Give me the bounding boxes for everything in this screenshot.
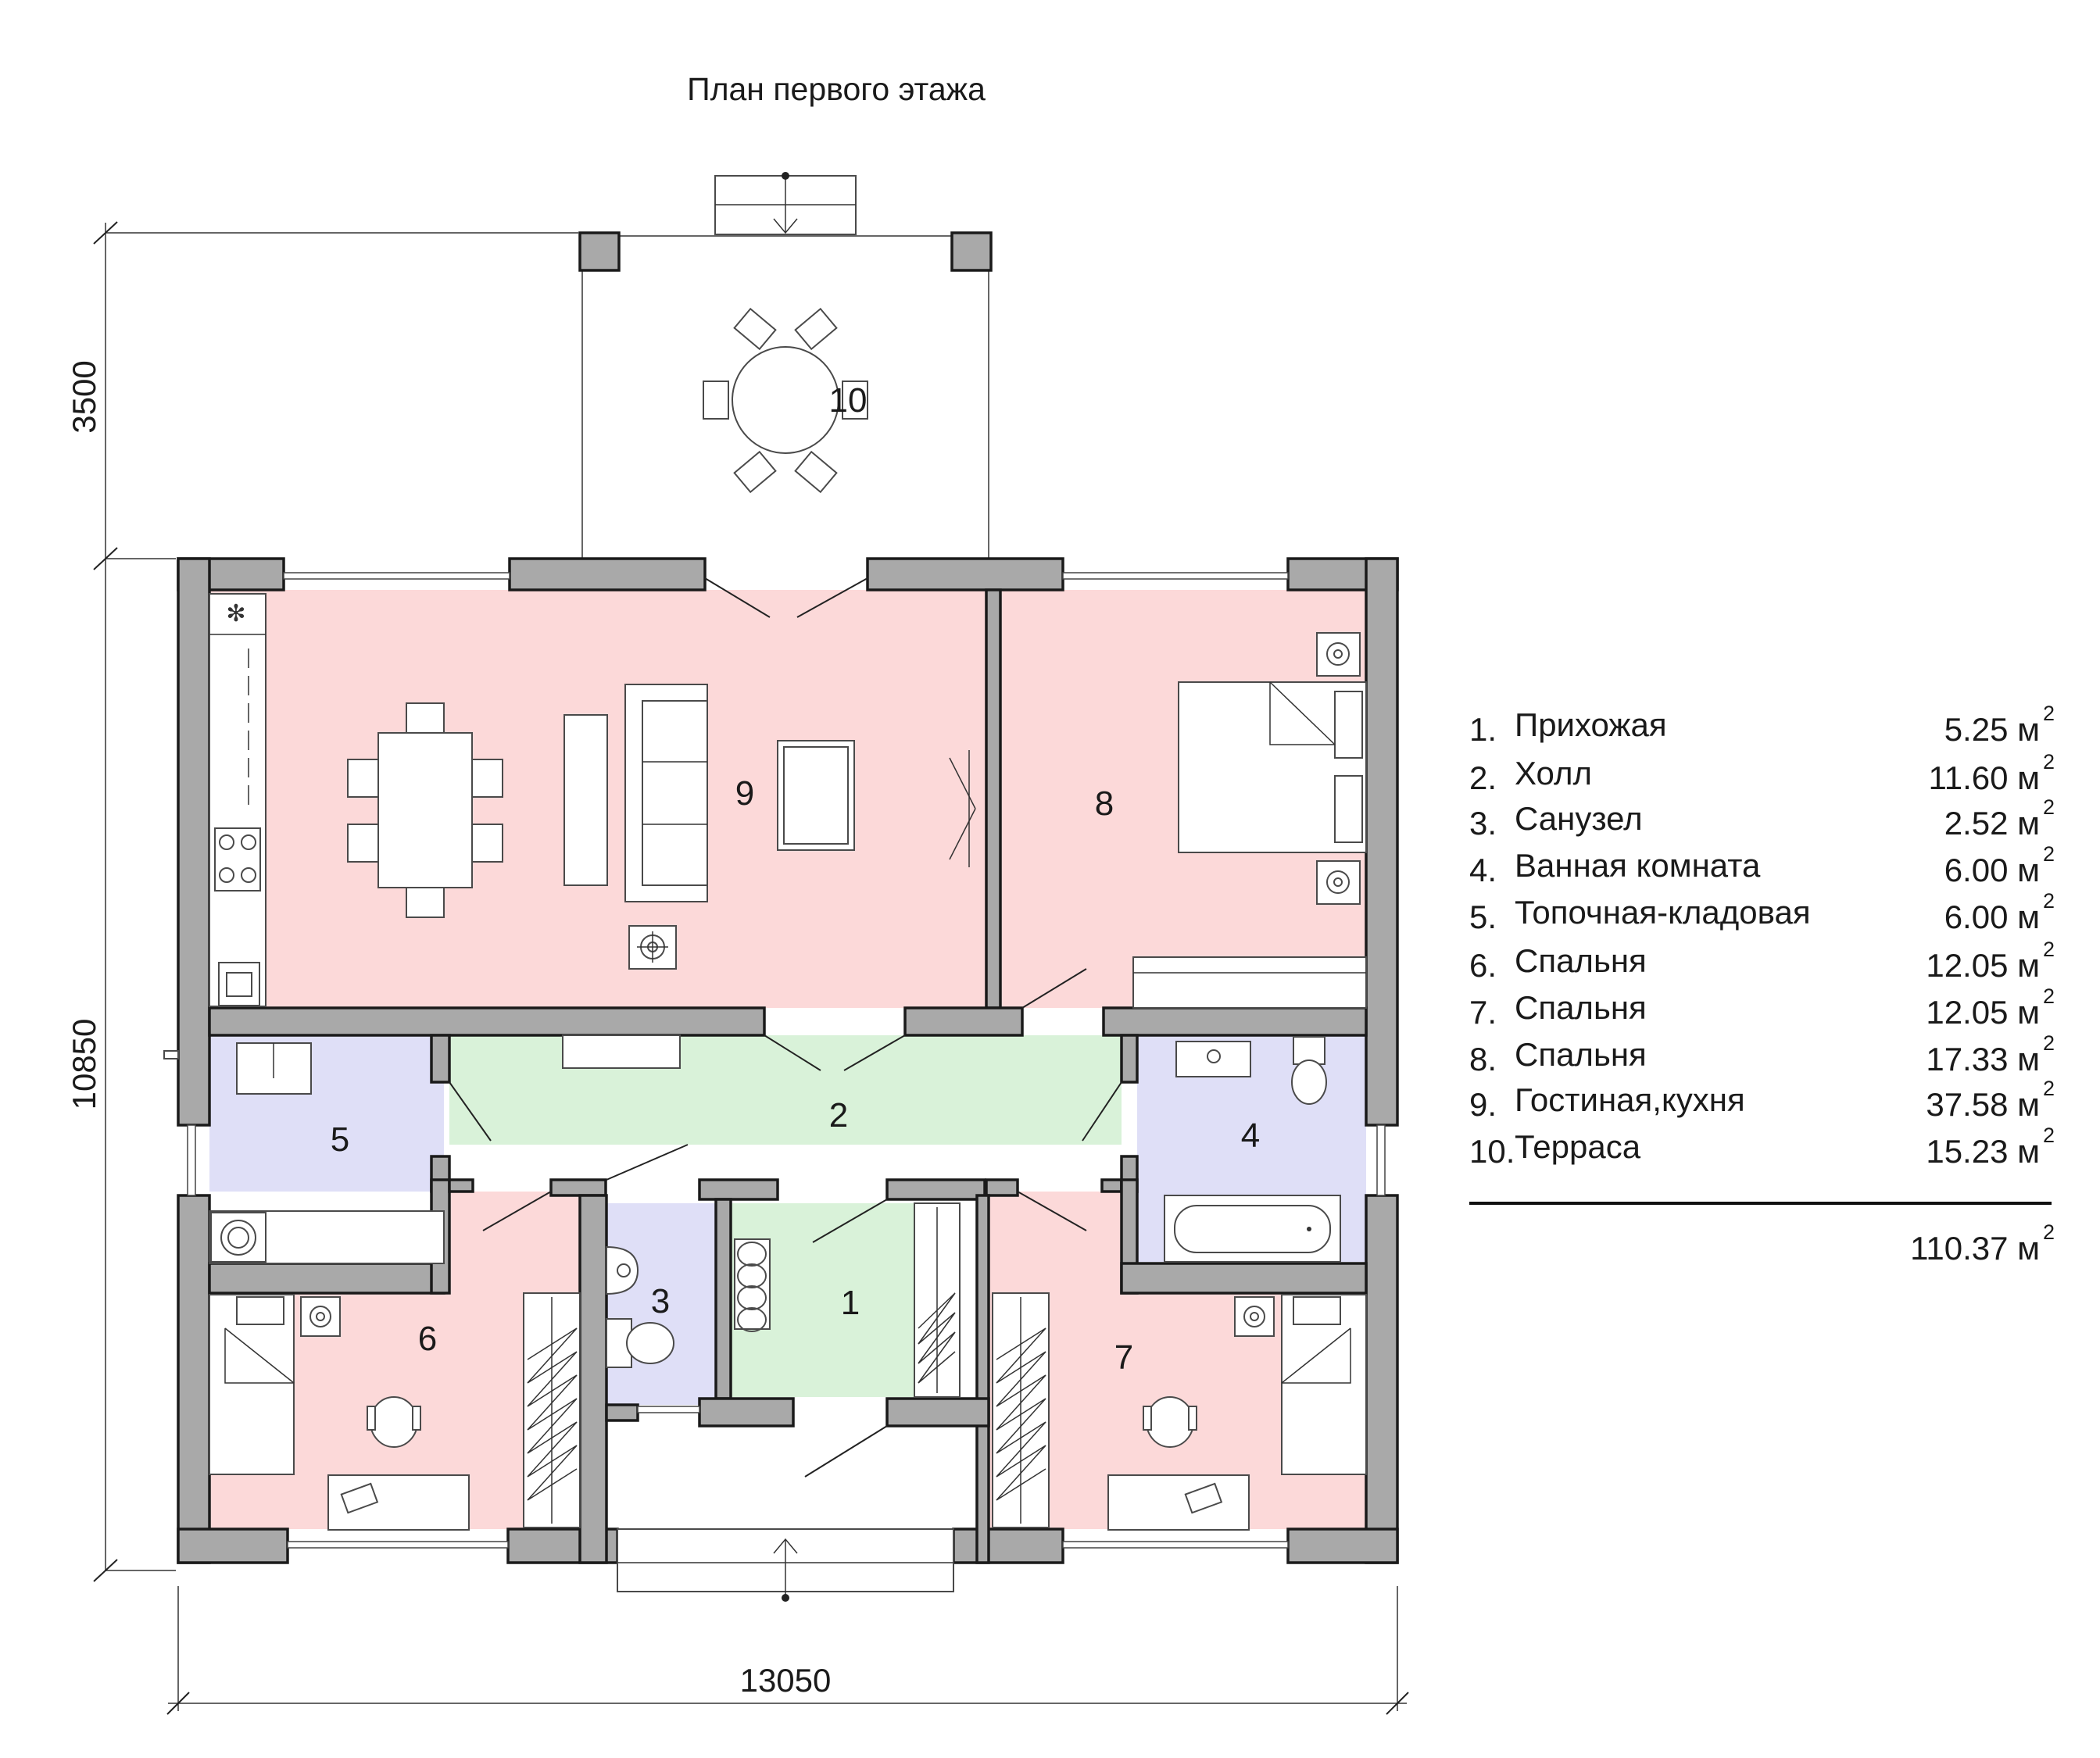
legend-room-name: Спальня	[1515, 989, 1647, 1026]
legend-area-superscript: 2	[2043, 1031, 2055, 1055]
windows	[187, 572, 1386, 1549]
legend-area-superscript: 2	[2043, 1077, 2055, 1100]
terrace-depth-dimension: 3500	[66, 360, 102, 433]
legend-room-area: 11.60 м	[1928, 759, 2040, 796]
room-labels: 10 9 8 2 5 4 3 1 6 7	[331, 381, 1260, 1377]
legend-room-name: Спальня	[1515, 1036, 1647, 1073]
legend-room-name: Санузел	[1515, 800, 1643, 837]
room-9-label: 9	[735, 774, 754, 813]
doors	[449, 577, 1122, 1478]
legend-room-name: Прихожая	[1515, 706, 1667, 743]
legend-number: 1.	[1469, 711, 1497, 748]
legend-room-name: Холл	[1515, 755, 1592, 791]
room-2-label: 2	[829, 1096, 848, 1134]
walls	[177, 557, 1399, 1564]
room-2-fill	[449, 1035, 1122, 1145]
legend-area-superscript: 2	[2043, 702, 2055, 725]
legend-room-area: 17.33 м	[1926, 1041, 2040, 1077]
room-5-label: 5	[331, 1120, 349, 1159]
furniture: ✻	[163, 593, 1367, 1531]
legend-room-area: 12.05 м	[1926, 947, 2040, 984]
legend-room-area: 5.25 м	[1944, 711, 2040, 748]
room-7b-fill	[989, 1192, 1137, 1297]
room-3-fill	[606, 1203, 716, 1405]
room-8-label: 8	[1095, 784, 1114, 823]
legend-room-area: 6.00 м	[1944, 899, 2040, 935]
legend-area-superscript: 2	[2043, 938, 2055, 961]
legend-number: 9.	[1469, 1086, 1497, 1123]
legend-room-name: Спальня	[1515, 942, 1647, 979]
legend-room-area: 12.05 м	[1926, 994, 2040, 1031]
dimension-lines: 3500 10850 13050	[66, 221, 1409, 1715]
legend-room-area: 6.00 м	[1944, 852, 2040, 888]
legend-number: 6.	[1469, 947, 1497, 984]
legend-total-area: 110.37 м	[1910, 1230, 2040, 1267]
house-width-dimension: 13050	[740, 1662, 832, 1699]
room-6b-fill	[445, 1192, 585, 1297]
legend-room-name: Гостиная,кухня	[1515, 1081, 1745, 1118]
room-7-label: 7	[1114, 1338, 1133, 1377]
legend-number: 2.	[1469, 759, 1497, 796]
legend-area-superscript: 2	[2043, 984, 2055, 1008]
legend-room-name: Ванная комната	[1515, 847, 1761, 884]
legend-area-superscript: 2	[2043, 889, 2055, 913]
legend-room-name: Терраса	[1515, 1128, 1641, 1165]
terrace	[578, 172, 993, 559]
legend-area-superscript: 2	[2043, 795, 2055, 819]
legend-total-superscript: 2	[2043, 1220, 2055, 1244]
legend-number: 10.	[1469, 1133, 1515, 1170]
legend-room-area: 2.52 м	[1944, 805, 2040, 841]
entry-steps	[617, 1528, 954, 1602]
plan-title: План первого этажа	[687, 71, 986, 107]
legend-number: 5.	[1469, 899, 1497, 935]
legend-area-superscript: 2	[2043, 842, 2055, 866]
legend-number: 4.	[1469, 852, 1497, 888]
svg-text:✻: ✻	[226, 601, 245, 627]
legend-room-name: Топочная-кладовая	[1515, 894, 1811, 931]
house-depth-dimension: 10850	[66, 1019, 102, 1110]
legend-room-area: 15.23 м	[1926, 1133, 2040, 1170]
legend-area-superscript: 2	[2043, 750, 2055, 774]
legend-number: 8.	[1469, 1041, 1497, 1077]
room-10-label: 10	[829, 381, 868, 420]
legend-area-superscript: 2	[2043, 1124, 2055, 1147]
room-1-label: 1	[841, 1284, 860, 1322]
legend-number: 7.	[1469, 994, 1497, 1031]
room-4-label: 4	[1241, 1117, 1260, 1155]
legend-number: 3.	[1469, 805, 1497, 841]
room-3-label: 3	[651, 1282, 670, 1320]
legend-room-area: 37.58 м	[1926, 1086, 2040, 1123]
room-6-label: 6	[418, 1320, 437, 1358]
